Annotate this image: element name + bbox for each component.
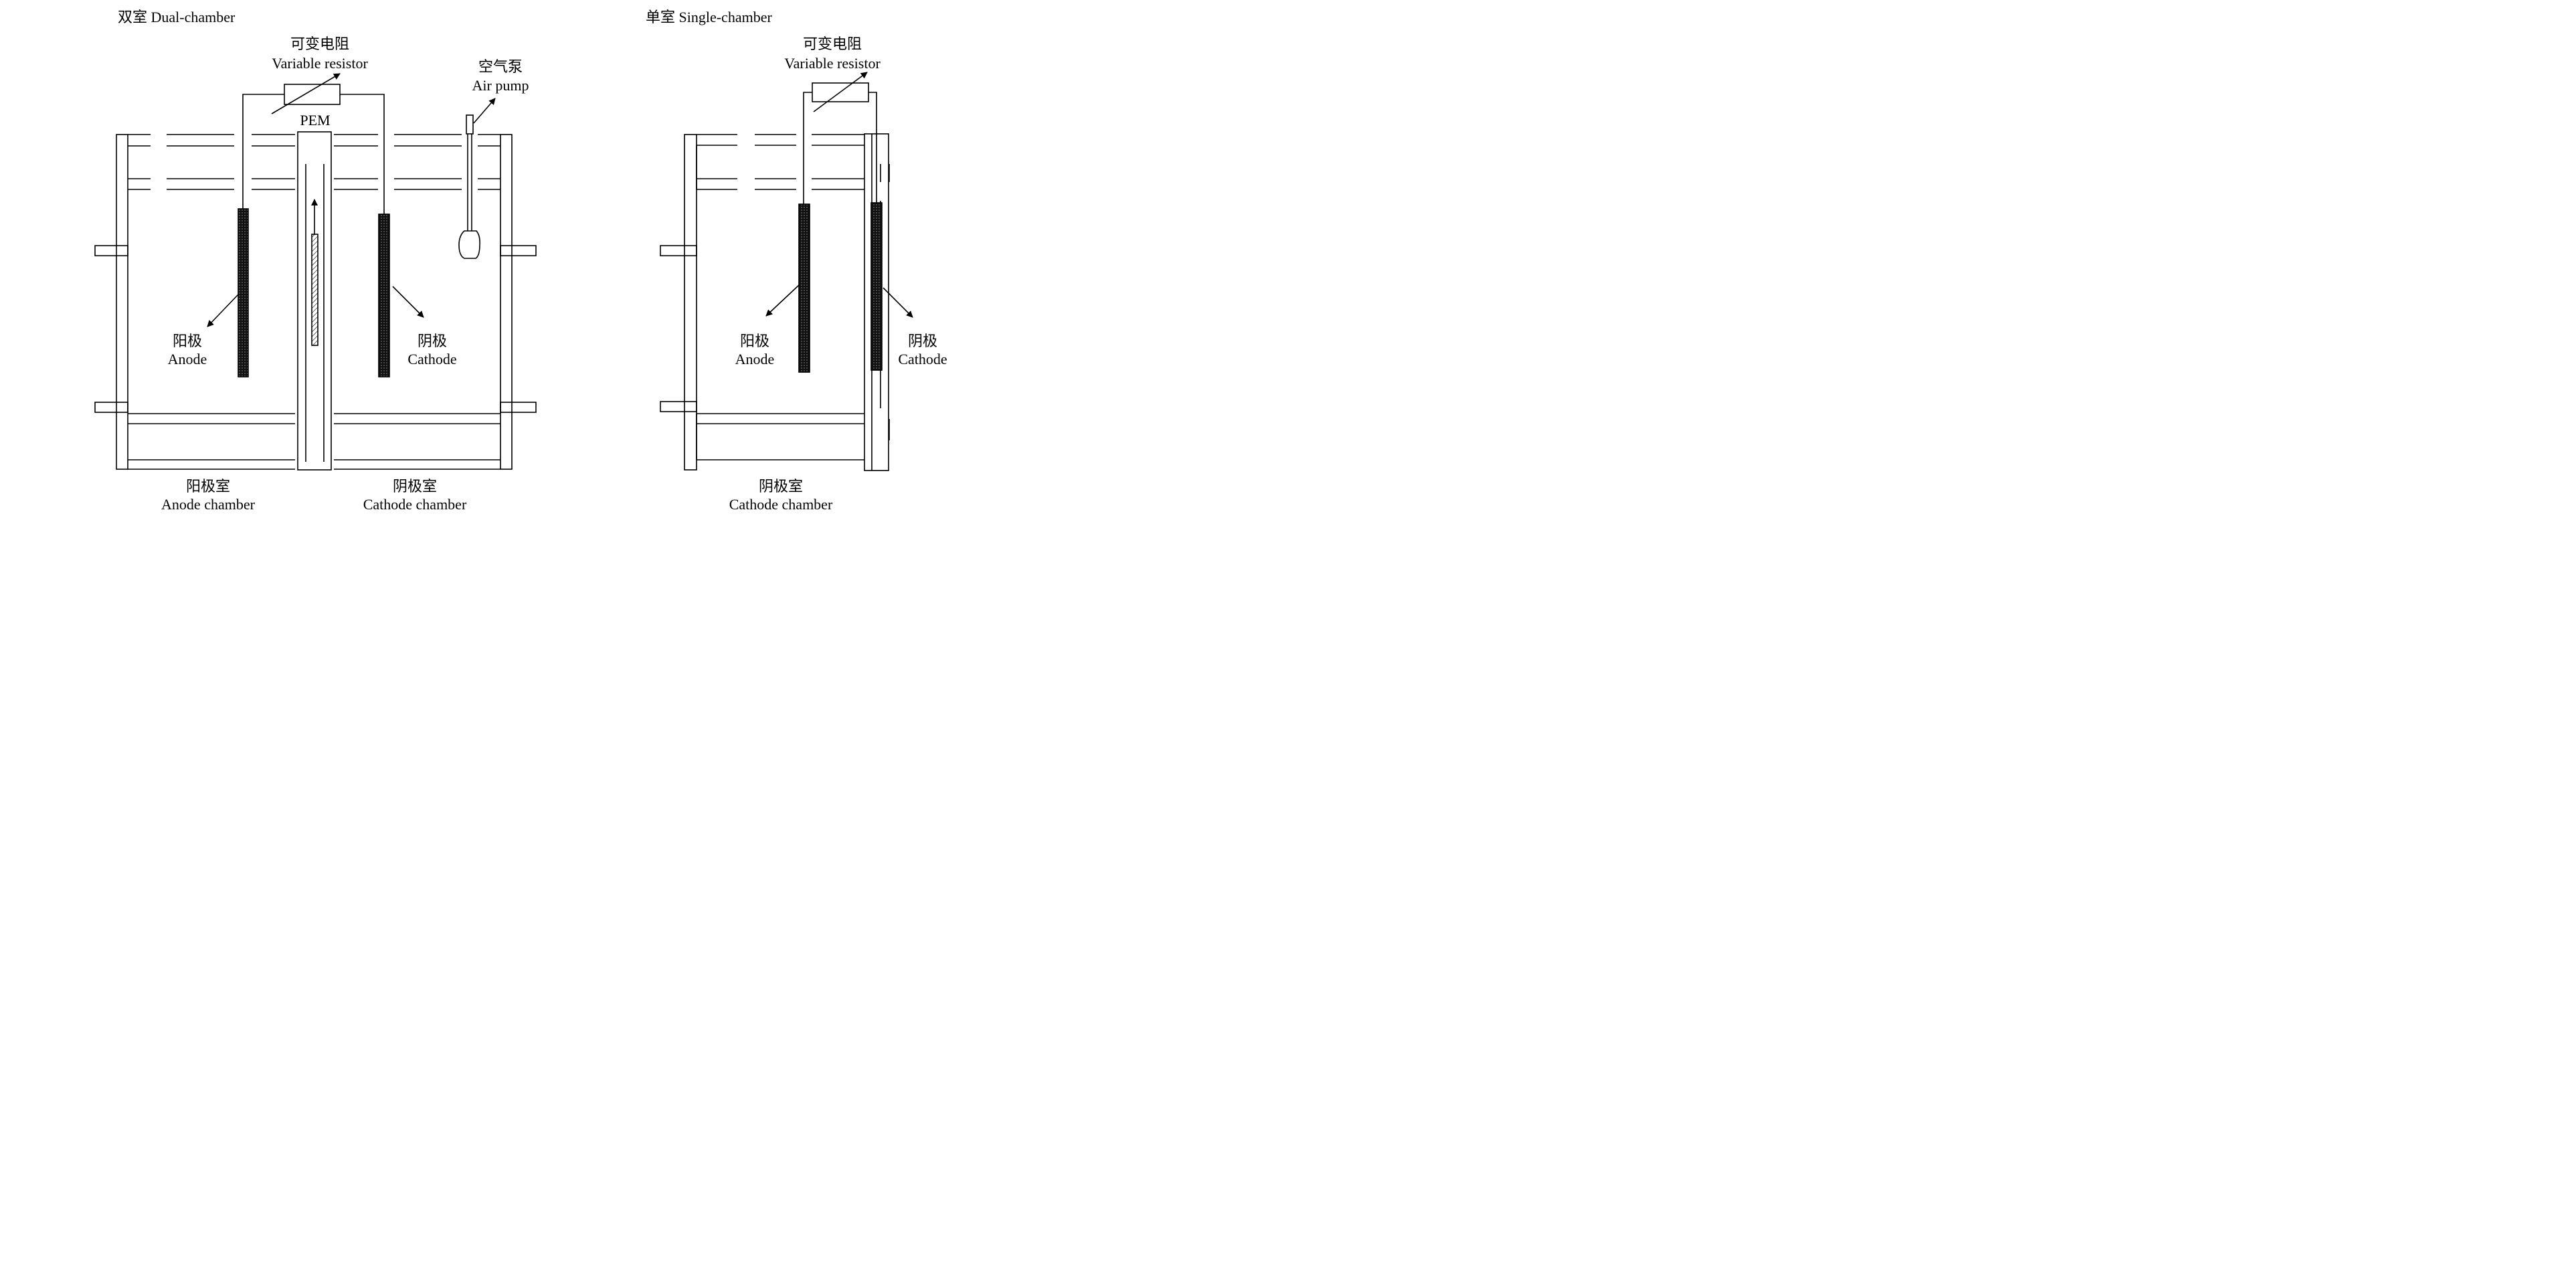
dual-anode-label-en: Anode [168,351,207,367]
single-anode-label-cn: 阳极 [740,333,769,349]
single-variable-resistor [812,82,869,102]
dual-labels: 双室 Dual-chamber 可变电阻 Variable resistor 空… [118,9,529,513]
dual-cathode-electrode [378,214,390,377]
dual-base [128,413,500,470]
single-cathode-label-cn: 阴极 [908,333,937,349]
single-cathode-chamber-label-cn: 阴极室 [759,478,803,495]
dual-cathode-chamber-label-en: Cathode chamber [363,496,467,513]
dual-anode-electrode [238,208,249,377]
single-title: 单室 Single-chamber [646,9,772,25]
single-cathode-chamber-label-en: Cathode chamber [729,496,833,513]
dual-air-pump-diffuser [458,230,480,259]
single-left-frame-post [684,134,697,471]
dual-left-frame-post [116,134,128,470]
dual-title: 双室 Dual-chamber [118,9,236,25]
dual-air-pump-head [466,114,474,135]
dual-right-top-flange [500,245,537,256]
dual-pem-label: PEM [300,112,330,129]
single-chamber-reactor [660,72,913,471]
single-anode-pointer [765,284,800,317]
dual-cathode-chamber-label-cn: 阴极室 [393,478,437,495]
dual-cathode-pointer [392,286,424,318]
single-anode-electrode [798,203,810,373]
dual-cathode-water-level [334,134,500,190]
dual-chamber-reactor [94,73,537,471]
dual-anode-chamber-label-cn: 阳极室 [186,478,230,495]
single-resistor-label-en: Variable resistor [784,55,881,72]
dual-cathode-wire [340,94,385,214]
single-cathode-label-en: Cathode [898,351,947,367]
dual-anode-wire [242,94,284,209]
single-labels: 单室 Single-chamber 可变电阻 Variable resistor… [646,9,947,513]
dual-left-top-flange [94,245,128,256]
dual-pem-hatched-bar [311,234,318,346]
single-resistor-label-cn: 可变电阻 [803,35,862,52]
dual-right-bottom-flange [500,402,537,413]
dual-left-bottom-flange [94,402,128,413]
dual-pump-label-en: Air pump [472,77,529,94]
single-water-level [696,134,864,190]
dual-air-pump-arrow [473,98,496,124]
dual-pump-label-cn: 空气泵 [478,58,523,75]
single-left-bottom-flange [660,401,697,412]
diagram-canvas: 双室 Dual-chamber 可变电阻 Variable resistor 空… [0,0,1038,519]
single-cathode-pointer [883,287,913,318]
single-anode-label-en: Anode [735,351,775,367]
mfc-diagram: 双室 Dual-chamber 可变电阻 Variable resistor 空… [94,9,947,513]
single-left-top-flange [660,245,697,256]
single-resistor-arrow [813,72,868,112]
dual-anode-water-level [128,134,295,190]
dual-cathode-label-en: Cathode [407,351,456,367]
dual-resistor-label-cn: 可变电阻 [290,35,349,52]
dual-anode-label-cn: 阳极 [173,333,202,349]
single-cathode-electrode [870,202,883,371]
dual-pem-frame [297,131,332,471]
dual-cathode-label-cn: 阴极 [418,333,447,349]
dual-anode-chamber-label-en: Anode chamber [161,496,256,513]
dual-anode-pointer [207,294,239,327]
dual-right-frame-post [500,134,513,470]
single-cathode-wire [868,92,877,203]
dual-resistor-arrow [271,73,341,114]
single-anode-wire [803,92,812,204]
dual-resistor-label-en: Variable resistor [272,55,368,72]
single-base [696,413,864,460]
dual-variable-resistor [284,84,341,105]
